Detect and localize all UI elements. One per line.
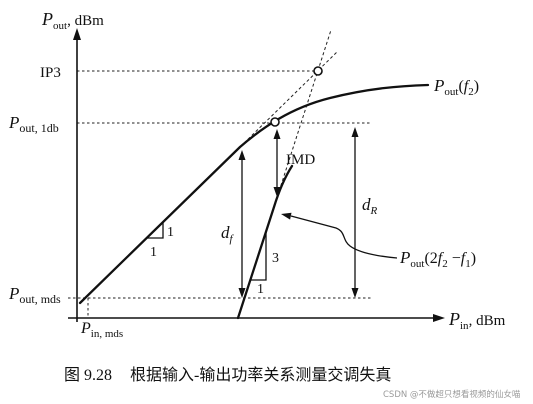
imd-curve [236, 164, 294, 320]
df-arrowhead-top [238, 150, 246, 160]
df-label: df [221, 223, 235, 245]
fundamental-open-paren: ( [458, 78, 463, 95]
p-out-mds-symbol: P [8, 284, 19, 303]
x-axis-arrowhead [433, 314, 445, 322]
imd-arg1-subscript: 2 [442, 258, 448, 270]
dr-arrowhead-top [351, 127, 359, 137]
imd-label-pointer [290, 215, 398, 259]
imd-open: (2 [424, 250, 437, 267]
p-out-1db-label: Pout, 1db [8, 113, 59, 135]
imd-subscript: out [410, 258, 424, 270]
imd-extrapolation [273, 29, 332, 208]
imd-arrowhead-top [273, 129, 281, 139]
imd-minus: − [448, 250, 461, 267]
fundamental-arg: f [464, 78, 471, 95]
fundamental-extrapolation [239, 50, 339, 148]
figure-number: 图 9.28 [64, 367, 112, 384]
fundamental-slope-rise: 1 [167, 225, 174, 240]
x-axis-symbol: P [448, 309, 460, 329]
imd-annotation-label: IMD [286, 152, 315, 168]
x-axis-label: Pin, dBm [448, 309, 506, 332]
x-axis-subscript: in [460, 320, 469, 332]
imd-arrowhead-bottom [273, 187, 281, 197]
imd-slope-run: 1 [257, 282, 264, 297]
dr-symbol: d [362, 195, 371, 214]
df-subscript: f [230, 233, 235, 245]
dr-subscript: R [370, 205, 378, 217]
dr-label: dR [362, 195, 378, 217]
imd-curve-label: Pout(2f2 −f1) [399, 248, 476, 270]
fundamental-close-paren: ) [474, 78, 479, 95]
fundamental-curve-label: Pout(f2) [433, 76, 479, 98]
imd-slope-triangle [250, 231, 267, 281]
df-arrowhead-bottom [238, 288, 246, 298]
p-out-1db-subscript: out, 1db [19, 121, 58, 135]
imd-arg1: f [438, 250, 445, 267]
imd-arg2-subscript: 1 [465, 258, 471, 270]
y-axis-subscript: out [53, 20, 67, 32]
p-out-1db-symbol: P [8, 113, 19, 132]
p-in-mds-label: Pin, mds [80, 320, 123, 340]
y-axis-label: Pout, dBm [41, 9, 104, 32]
fundamental-slope-run: 1 [150, 245, 157, 260]
figure-caption: 图 9.28 根据输入-输出功率关系测量交调失真 [64, 366, 391, 384]
p-in-mds-subscript: in, mds [91, 328, 123, 340]
fundamental-arg-subscript: 2 [468, 86, 474, 98]
p-in-mds-symbol: P [80, 320, 91, 337]
imd-arg2: f [461, 250, 468, 267]
dr-arrowhead-bottom [351, 288, 359, 298]
fundamental-curve [78, 83, 430, 305]
x-axis-unit: , dBm [469, 313, 506, 329]
figure-caption-text: 根据输入-输出功率关系测量交调失真 [130, 366, 391, 384]
ip3-point [313, 66, 323, 76]
fundamental-slope-triangle [147, 222, 164, 239]
y-axis-unit: , dBm [67, 13, 104, 29]
imd-close: ) [471, 250, 476, 267]
p-out-mds-subscript: out, mds [19, 292, 61, 306]
y-axis-arrowhead [73, 28, 81, 40]
imd-label-pointer-arrowhead [281, 212, 292, 220]
fundamental-symbol: P [433, 76, 444, 95]
p1db-point [270, 117, 280, 127]
fundamental-subscript: out [444, 86, 458, 98]
ip3-label: IP3 [40, 65, 61, 81]
imd-symbol: P [399, 248, 410, 267]
imd-slope-rise: 3 [272, 251, 279, 266]
df-symbol: d [221, 223, 230, 242]
p-out-mds-label: Pout, mds [8, 284, 61, 306]
y-axis-symbol: P [41, 9, 53, 29]
watermark: CSDN @不做超只想看视频的仙女喵 [383, 389, 521, 400]
